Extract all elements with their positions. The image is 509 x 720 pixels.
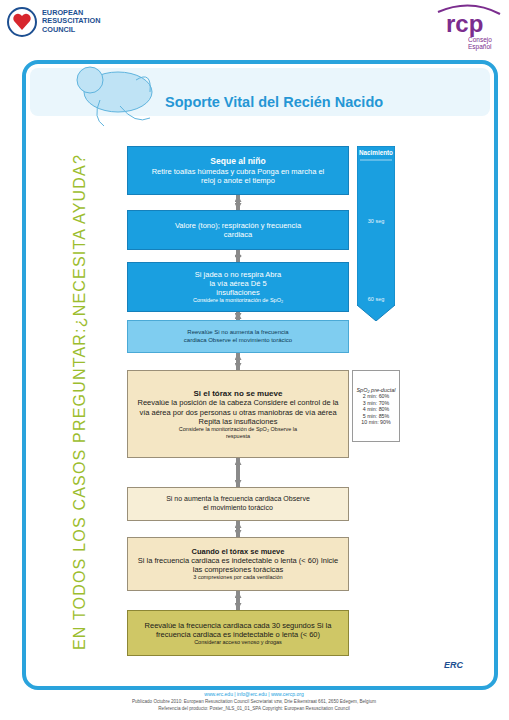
organisation-logo-text: EUROPEAN RESUSCITATION COUNCIL	[42, 9, 116, 34]
organisation-logo-text: Consejo Español	[468, 36, 504, 51]
box-heading: Cuando el tórax se mueve	[192, 547, 285, 556]
logo-ring	[8, 8, 36, 36]
box-text: 10 min: 90%	[361, 419, 390, 425]
process-box: Cuando el tórax se mueveSi la frecuencia…	[127, 537, 349, 591]
process-box: Reevalúe la frecuencia cardiaca cada 30 …	[127, 610, 349, 656]
box-text: 4 min: 80%	[363, 406, 390, 412]
box-text: 2 min: 60%	[363, 393, 390, 399]
box-text: Si no aumenta la frecuencia cardiaca Obs…	[163, 495, 313, 512]
box-text: 3 compresiones por cada ventilación	[193, 574, 282, 581]
process-box: Reevalúe Si no aumenta la frecuencia car…	[127, 320, 349, 353]
footer-note: Publicado Octubre 2010: European Resusci…	[132, 699, 376, 704]
title-band	[30, 68, 490, 116]
poster-title: Soporte Vital del Recién Nacido	[165, 94, 383, 110]
process-box: Seque al niñoRetire toallas húmedas y cu…	[127, 146, 349, 195]
box-text: Valore (tono); respiración y frecuencia …	[163, 221, 313, 239]
footer-note: Referencia del producto: Poster_NLS_01_0…	[158, 706, 349, 711]
box-text: Reevalúe Si no aumenta la frecuencia car…	[176, 329, 301, 344]
timeline-band: Nacimiento 30 seg 60 seg	[357, 146, 395, 321]
footer-url: www.erc.edu | info@erc.edu | www.cercp.o…	[204, 692, 303, 698]
box-text: 30 seg	[357, 218, 395, 225]
baby-leg	[120, 106, 150, 120]
flow-arrow	[236, 353, 240, 370]
process-box: Si no aumenta la frecuencia cardiaca Obs…	[127, 487, 349, 521]
flow-arrow	[236, 521, 240, 537]
box-text: Reevalúe la posición de la cabeza Consid…	[136, 398, 341, 425]
baby-arm	[97, 100, 104, 126]
process-box: Si el tórax no se mueveReevalúe la posic…	[127, 370, 349, 458]
side-banner: EN TODOS LOS CASOS PREGUNTAR:¿NECESITA A…	[71, 154, 89, 650]
box-text: Reevalúe la frecuencia cardiaca cada 30 …	[136, 621, 341, 639]
box-text: Si jadea o no respira Abra la vía aérea …	[192, 270, 284, 297]
box-text: Si la frecuencia cardiaca es indetectabl…	[136, 556, 341, 574]
flow-arrow	[236, 591, 240, 610]
box-heading: Seque al niño	[210, 156, 265, 166]
flow-arrow	[236, 458, 240, 487]
box-text: Considerar acceso venoso y drogas	[194, 639, 282, 646]
box-heading: Nacimiento	[357, 149, 395, 157]
timeline-shape	[357, 146, 395, 321]
box-text: Retire toallas húmedas y cubra Ponga en …	[151, 167, 326, 185]
process-box: Si jadea o no respira Abra la vía aérea …	[127, 262, 349, 312]
organisation-logo: ERC	[444, 660, 463, 670]
spo2-table: SpO₂ pre-ductal2 min: 60%3 min: 70%4 min…	[352, 370, 400, 442]
organisation-logo: rcp	[446, 10, 483, 38]
baby-illustration	[77, 67, 152, 126]
logo-heart	[13, 14, 30, 30]
timeline-divider	[360, 160, 392, 161]
box-heading: Si el tórax no se mueve	[194, 389, 283, 399]
outer-frame	[24, 62, 496, 688]
process-box: Valore (tono); respiración y frecuencia …	[127, 210, 349, 250]
box-text: 60 seg	[357, 296, 395, 303]
erc-logo	[8, 8, 36, 36]
box-text: Considere la monitorización de SpO₂	[193, 297, 283, 304]
baby-head	[77, 67, 103, 93]
flow-arrow	[236, 195, 240, 210]
box-text: SpO₂ pre-ductal	[356, 387, 395, 394]
baby-cord	[136, 77, 150, 92]
flow-arrow	[236, 312, 240, 320]
box-text: Considere la monitorización de SpO₂ Obse…	[168, 426, 308, 439]
box-text: 3 min: 70%	[363, 400, 390, 406]
flow-arrow	[236, 250, 240, 262]
box-text: 5 min: 85%	[363, 413, 390, 419]
timeline-arrow	[357, 146, 395, 321]
